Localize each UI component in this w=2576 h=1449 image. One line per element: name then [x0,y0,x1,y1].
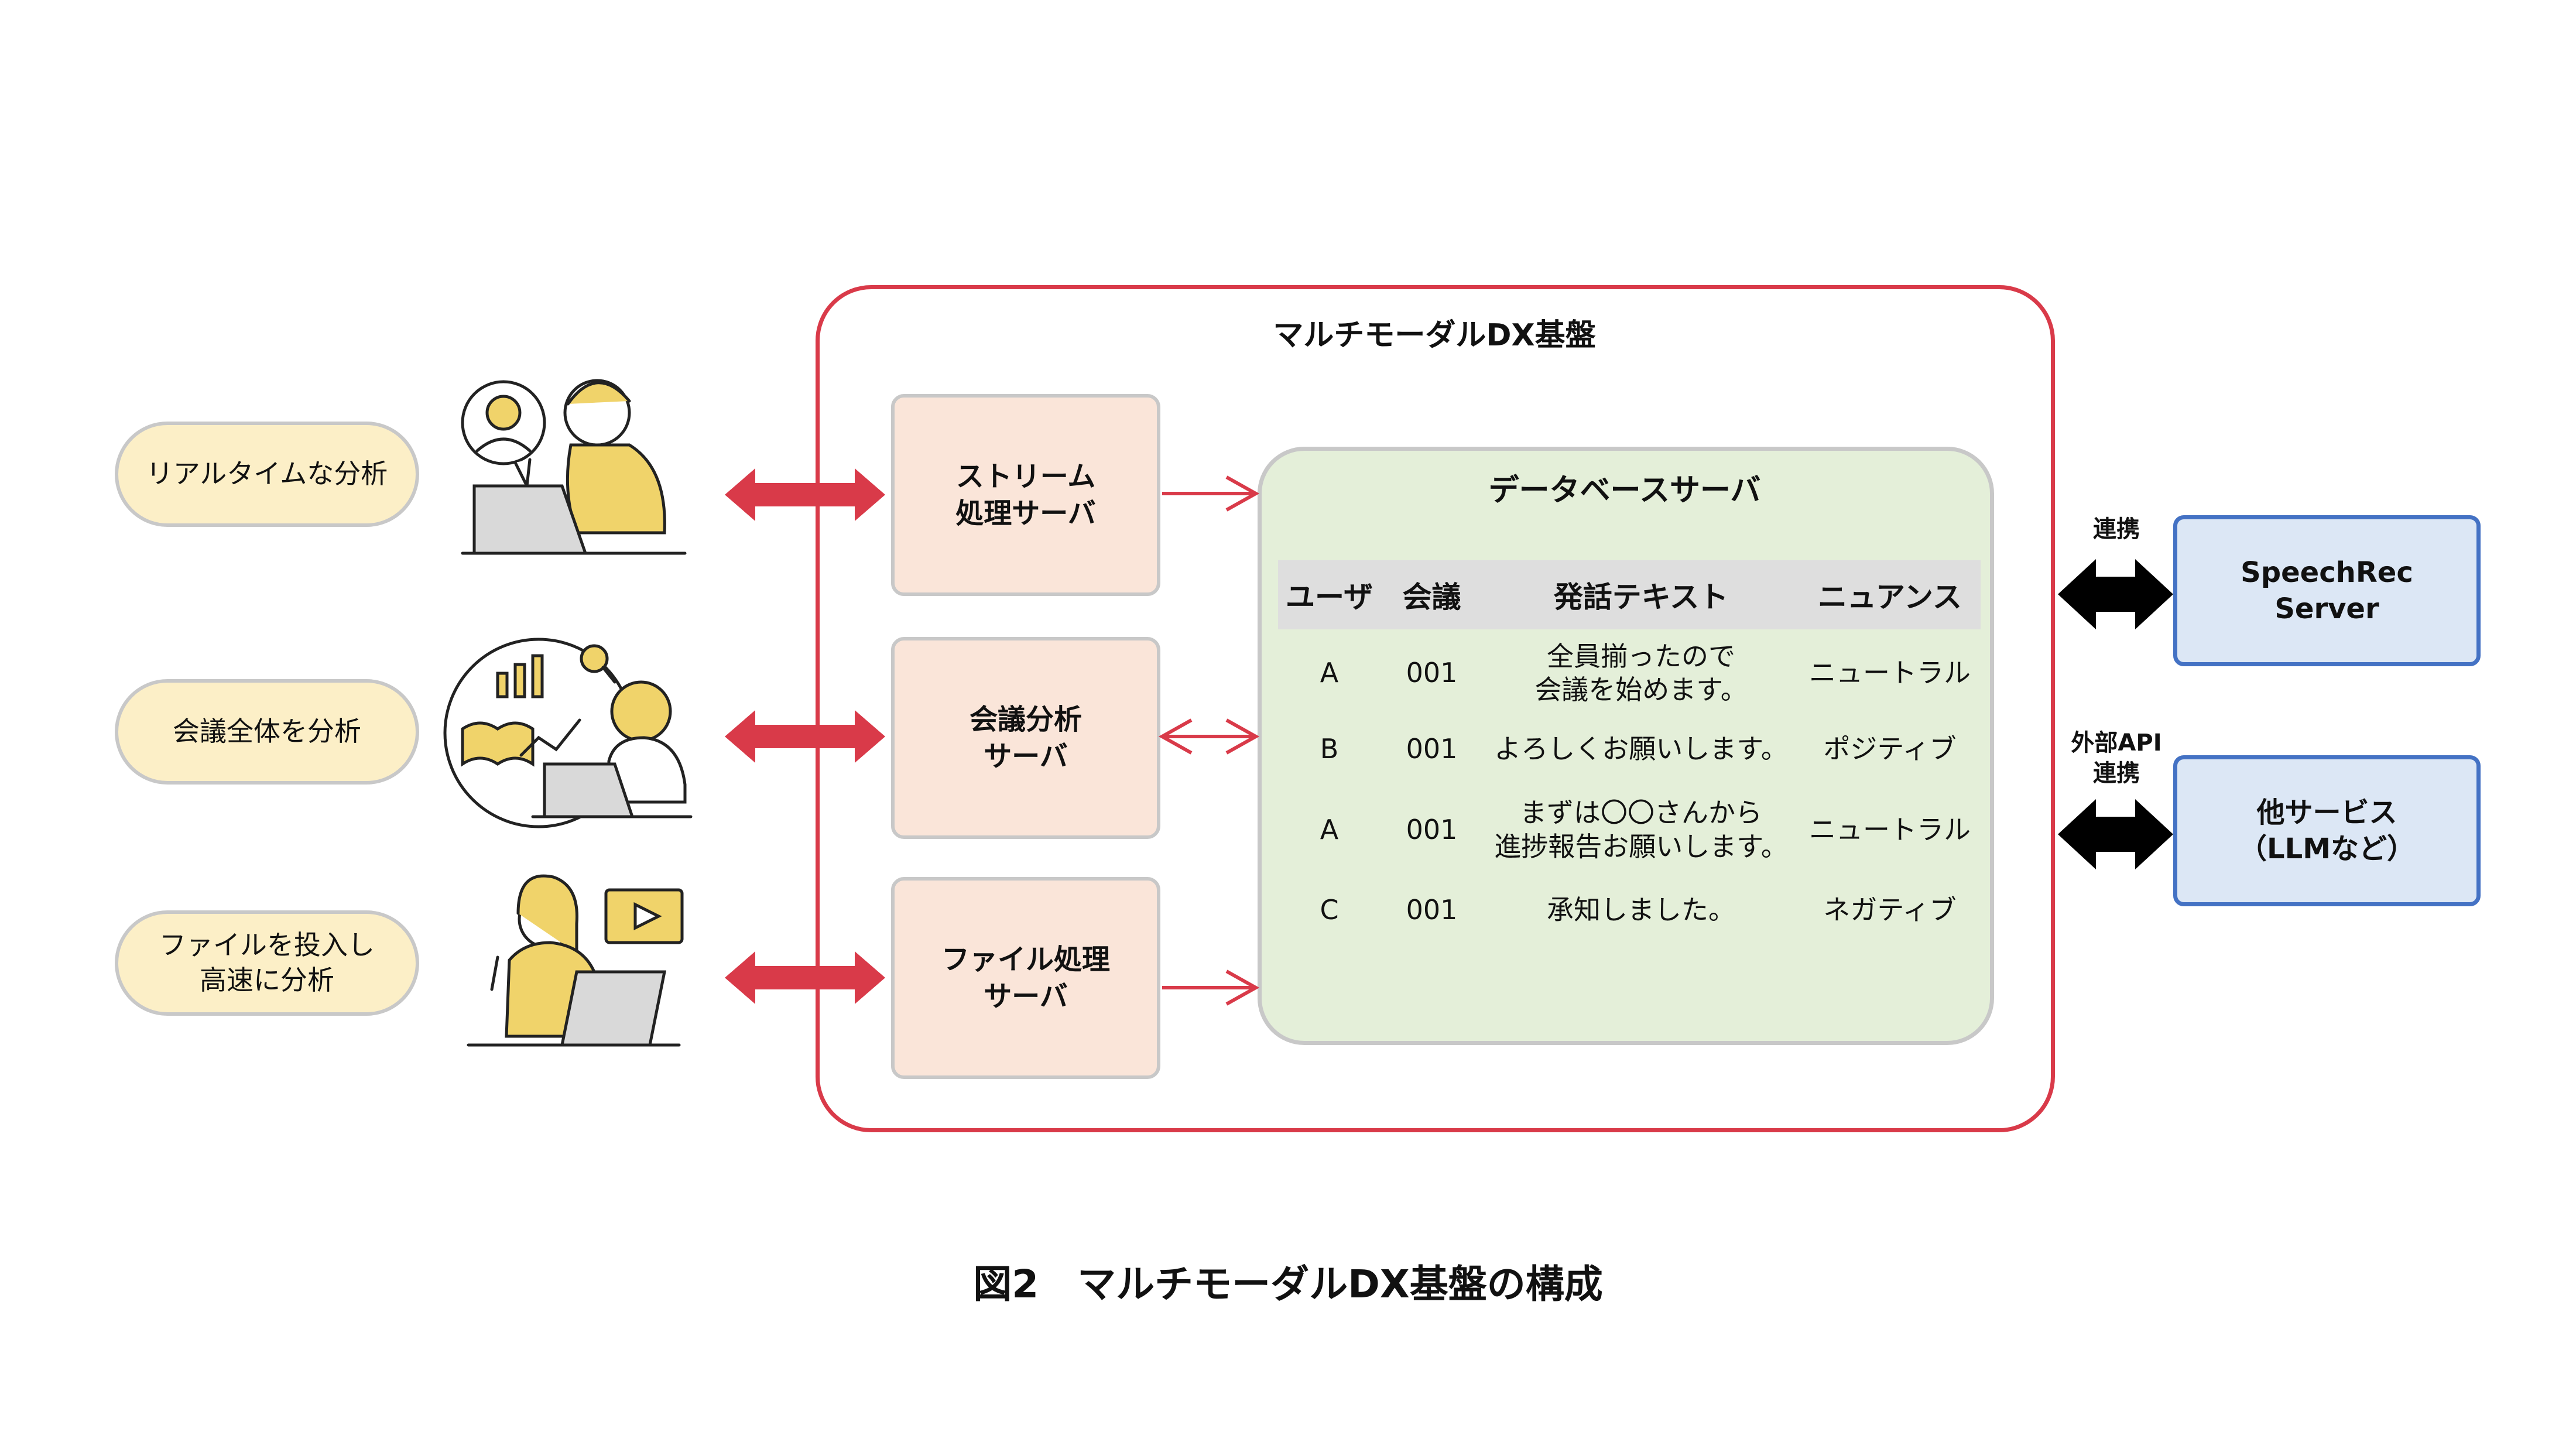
table-cell: 全員揃ったので 会議を始めます。 [1534,640,1748,706]
double-arrow-file [725,951,885,1004]
figure-caption: 図2 マルチモーダルDX基盤の構成 [973,1262,1603,1307]
double-arrow-external-api [2058,799,2173,869]
usecase-meeting: 会議全体を分析 [115,679,419,785]
column-header-user: ユーザ [1286,580,1373,614]
platform-container [816,285,2055,1132]
column-header-nuance: ニュアンス [1818,580,1962,614]
table-cell: ニュートラル [1809,657,1971,689]
table-cell: ネガティブ [1823,894,1957,926]
table-cell: 001 [1406,813,1458,845]
table-header [1278,560,1981,629]
double-arrow-stream [725,468,885,521]
meeting-analysis-server: 会議分析 サーバ [891,637,1160,839]
database-title: データベースサーバ [1488,473,1761,508]
double-arrow-speechrec [2058,559,2173,629]
usecase-realtime: リアルタイムな分析 [115,422,419,527]
table-cell: A [1320,657,1339,689]
table-cell: まずは〇〇さんから 進捗報告お願いします。 [1494,797,1788,862]
database-server [1258,447,1994,1045]
double-arrow-meeting [725,710,885,763]
table-cell: 001 [1406,894,1458,926]
table-cell: A [1320,813,1339,845]
table-cell: C [1320,894,1339,926]
table-cell: 001 [1406,733,1458,765]
table-cell: 承知しました。 [1547,894,1735,926]
table-cell: B [1320,733,1339,765]
table-cell: ポジティブ [1823,733,1957,765]
table-cell: ニュートラル [1809,813,1971,845]
column-header-text: 発話テキスト [1553,580,1729,614]
usecase-file: ファイルを投入し 高速に分析 [115,910,419,1016]
platform-title: マルチモーダルDX基盤 [1273,318,1596,353]
file-processing-server: ファイル処理 サーバ [891,877,1160,1079]
connector-label-speechrec: 連携 [2093,516,2140,543]
other-services: 他サービス （LLMなど） [2173,755,2481,906]
speechrec-server: SpeechRec Server [2173,515,2481,666]
stream-server: ストリーム 処理サーバ [891,394,1160,596]
connector-label-external-api: 外部API 連携 [2071,729,2162,787]
table-cell: よろしくお願いします。 [1494,733,1788,765]
column-header-meeting: 会議 [1402,580,1461,614]
table-cell: 001 [1406,657,1458,689]
